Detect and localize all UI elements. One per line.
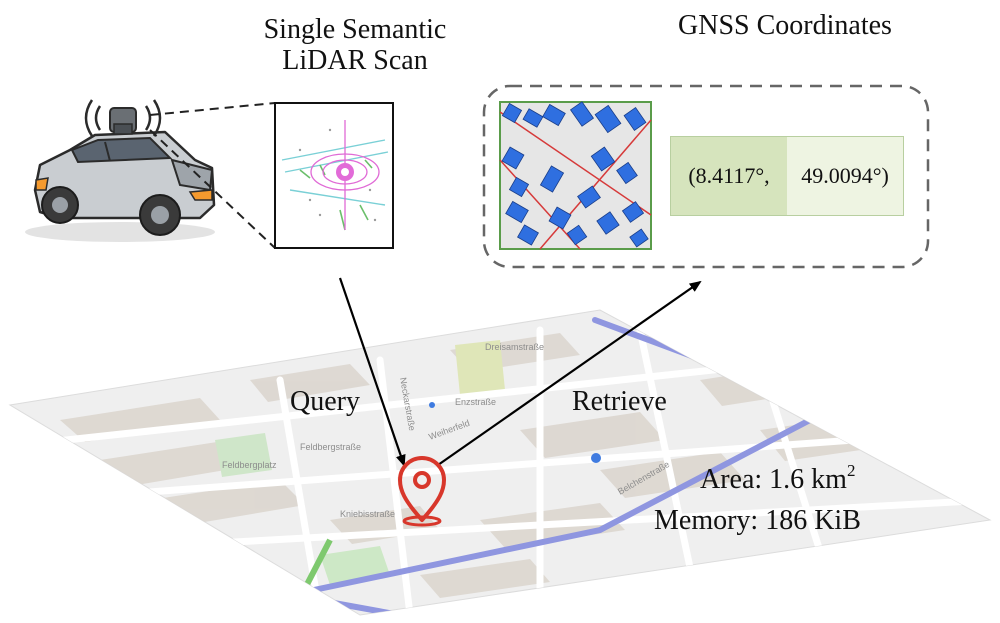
gnss-coordinate-second: 49.0094°) (787, 137, 903, 215)
street-label-1: Dreisamstraße (485, 342, 544, 352)
area-exponent: 2 (846, 461, 856, 480)
zoom-lines (149, 102, 276, 249)
query-arrow (338, 277, 406, 467)
building-footprint-map (499, 101, 652, 250)
car-icon (25, 130, 216, 242)
location-pin-icon (398, 456, 446, 527)
gnss-coordinates-box: (8.4117°, 49.0094°) (670, 136, 904, 216)
street-label-5: Feldbergstraße (300, 442, 361, 452)
area-text: Area: 1.6 km (700, 464, 847, 495)
query-label: Query (290, 386, 360, 417)
gnss-title: GNSS Coordinates (678, 10, 892, 41)
lidar-scan-image (274, 102, 394, 249)
lidar-scan-title: Single Semantic LiDAR Scan (263, 14, 447, 77)
retrieve-label: Retrieve (572, 386, 667, 417)
memory-label: Memory: 186 KiB (654, 505, 861, 536)
gnss-coordinate-first: (8.4117°, (671, 137, 787, 215)
street-label-2: Enzstraße (455, 397, 496, 407)
lidar-sensor-icon (84, 99, 162, 137)
retrieve-arrow (437, 280, 702, 466)
area-label: Area: 1.6 km2 (700, 461, 855, 495)
street-label-6: Feldbergplatz (222, 460, 277, 470)
street-label-7: Kniebisstraße (340, 509, 395, 519)
